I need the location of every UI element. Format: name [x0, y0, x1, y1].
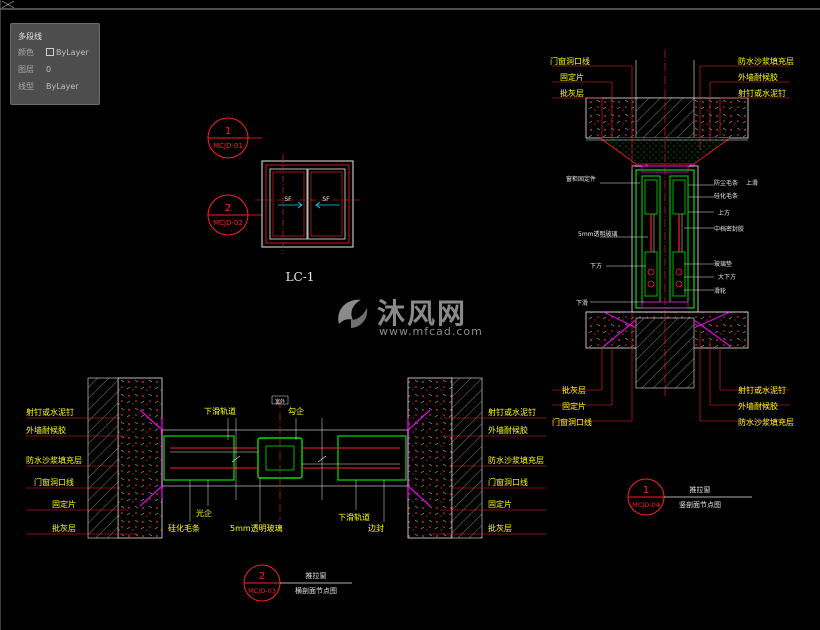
lc1-elevation: 1 MCJD-01 2 MCJD-02 SF SF LC-1 — [207, 117, 360, 284]
drawing-label: 门窗洞口线 — [552, 417, 592, 427]
drawing-label: 硅化毛条 — [168, 523, 200, 533]
watermark-url: www.mfcad.com — [379, 325, 483, 338]
drawing-label: 固定片 — [560, 72, 584, 82]
drawing-label: 外墙耐候胶 — [738, 72, 778, 82]
drawing-label: 防水沙浆填充层 — [488, 455, 544, 465]
property-row-color[interactable]: 颜色 ByLayer — [18, 48, 89, 57]
drawing-label: MCJD-03 — [248, 587, 276, 595]
drawing-label: 射钉或水泥钉 — [738, 88, 786, 98]
drawing-label: 上滑 — [746, 179, 758, 187]
panel-title: 多段线 — [18, 32, 42, 41]
marker-code: MCJD-01 — [213, 142, 243, 150]
lc1-label: LC-1 — [286, 270, 315, 284]
drawing-label: MCJD-04 — [632, 501, 660, 509]
drawing-label: 门窗洞口线 — [550, 56, 590, 66]
drawing-label: 外墙耐候胶 — [488, 425, 528, 435]
drawing-label: 防水沙浆填充层 — [26, 455, 82, 465]
drawing-label: 外墙耐候胶 — [738, 401, 778, 411]
drawing-label: 玻璃垫 — [714, 260, 732, 268]
drawing-label: 大下方 — [718, 273, 736, 281]
horizontal-title: 推拉窗 — [306, 571, 327, 580]
watermark-logo-icon — [338, 299, 368, 328]
drawing-label: 勾企 — [288, 406, 304, 416]
drawing-label: 室外 — [275, 398, 285, 405]
drawing-label: 射钉或水泥钉 — [26, 407, 74, 417]
drawing-label: 批灰层 — [562, 385, 586, 395]
drawing-label: 防水沙浆填充层 — [738, 417, 794, 427]
drawing-label: 射钉或水泥钉 — [488, 407, 536, 417]
drawing-label: 上方 — [718, 209, 730, 217]
drawing-label: 固定片 — [52, 499, 76, 509]
marker-num: 1 — [225, 126, 231, 137]
watermark: 沐风网 www.mfcad.com — [333, 292, 503, 342]
drawing-label: 1 — [643, 485, 649, 496]
drawing-label: 下滑 — [576, 299, 588, 307]
color-swatch-icon — [46, 48, 54, 56]
drawing-label: 中档密封胶 — [714, 225, 744, 233]
marker-num: 2 — [225, 203, 231, 214]
property-row-layer[interactable]: 图层 0 — [18, 65, 52, 74]
horizontal-subtitle: 横剖面节点图 — [295, 586, 337, 595]
drawing-label: 滑轮 — [714, 287, 726, 295]
drawing-label: 窗柜固定件 — [566, 175, 596, 183]
drawing-label: 射钉或水泥钉 — [738, 385, 786, 395]
drawing-label: 5mm透明玻璃 — [230, 523, 283, 533]
horizontal-section: 室外 射钉或水泥钉 外墙耐候胶 防水沙浆填充层 门窗洞口线 固定片 批灰层 射钉… — [26, 377, 546, 602]
vertical-subtitle: 竖剖面节点图 — [679, 500, 721, 509]
drawing-label: 防尘毛条 — [714, 179, 738, 187]
property-row-linetype[interactable]: 线型 ByLayer — [18, 82, 79, 91]
drawing-label: 下滑轨道 — [204, 406, 236, 416]
drawing-label: 下滑轨道 — [338, 512, 370, 522]
drawing-label: 外墙耐候胶 — [26, 425, 66, 435]
drawing-label: 门窗洞口线 — [34, 477, 74, 487]
drawing-label: 硅化毛条 — [714, 192, 738, 200]
drawing-label: 2 — [259, 571, 265, 582]
vertical-section: 门窗洞口线 固定片 批灰层 防水沙浆填充层 外墙耐候胶 射钉或水泥钉 窗柜固定件… — [550, 50, 794, 516]
drawing-label: 边封 — [368, 523, 384, 533]
drawing-label: 5mm透明玻璃 — [578, 230, 618, 238]
properties-panel[interactable]: 多段线 颜色 ByLayer 图层 0 线型 ByLayer — [10, 23, 100, 105]
vertical-title: 推拉窗 — [690, 485, 711, 494]
drawing-label: 批灰层 — [560, 88, 584, 98]
drawing-label: 固定片 — [488, 499, 512, 509]
drawing-label: 批灰层 — [52, 523, 76, 533]
drawing-label: 门窗洞口线 — [488, 477, 528, 487]
drawing-label: 批灰层 — [488, 523, 512, 533]
watermark-brand: 沐风网 — [377, 297, 468, 330]
drawing-label: 防水沙浆填充层 — [738, 56, 794, 66]
drawing-label: 固定片 — [562, 401, 586, 411]
drawing-label: SF — [322, 196, 330, 203]
ucs-corner-icon — [1, 0, 15, 9]
drawing-label: 下方 — [590, 262, 602, 270]
drawing-label: SF — [284, 196, 292, 203]
marker-code: MCJD-02 — [213, 219, 243, 227]
drawing-label: 光企 — [196, 508, 212, 518]
